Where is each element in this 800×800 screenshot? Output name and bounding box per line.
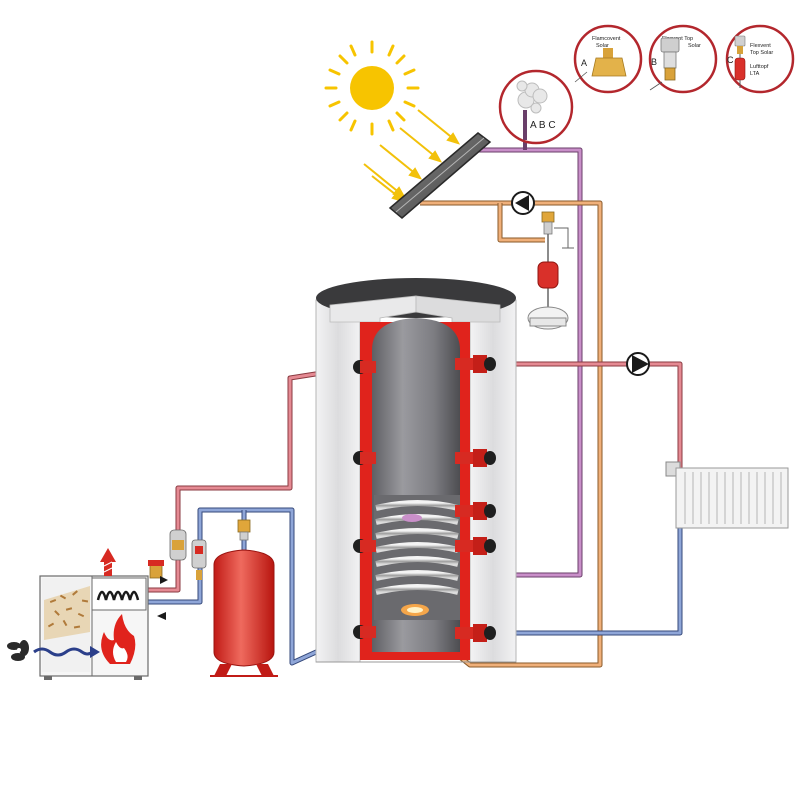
sun-icon: [324, 40, 420, 136]
pellets-icon: [44, 586, 90, 640]
boiler-supply-pipe: [148, 364, 361, 593]
air-separator-valve: [169, 529, 187, 561]
variant-c-name-4: LTA: [750, 71, 760, 77]
solar-coil: [374, 495, 460, 620]
flame-icon: [101, 614, 136, 664]
steam-icon: [516, 80, 548, 114]
heat-exchanger-icon: [96, 590, 140, 601]
variant-c-name-3: Lufttopf: [750, 64, 769, 70]
air-flow-arrow-icon: [33, 646, 100, 658]
radiator-supply-pipe: [490, 361, 683, 470]
radiator: [665, 461, 789, 529]
expansion-vessel: [210, 519, 278, 677]
solar-safety-valve-icon: [541, 211, 574, 249]
variant-a-letter: A: [581, 58, 587, 68]
sun-rays: [363, 109, 461, 203]
variant-badge-b: B Flexvent Top Solar: [648, 24, 718, 94]
variant-c-letter: C: [727, 55, 734, 65]
pipes: [148, 128, 683, 668]
variant-b-letter: B: [651, 57, 657, 67]
vent-callout: A B C: [498, 69, 574, 145]
variant-badge-c: C Flexvent Top Solar Lufttopf LTA: [725, 24, 795, 94]
variant-b-name-2: Solar: [688, 43, 701, 49]
solar-pump-icon: [511, 191, 535, 215]
variant-c-name-1: Flexvent: [750, 43, 771, 49]
fan-icon: [7, 640, 29, 661]
variant-badge-a: A Flamcovent Solar: [573, 24, 643, 94]
boiler-valves: [148, 529, 207, 580]
dirt-separator-valve: [191, 539, 207, 580]
heating-pump-icon: [626, 352, 650, 376]
variant-a-name-2: Solar: [596, 43, 609, 49]
solar-expansion-vessel: [527, 234, 569, 330]
automatic-air-vent-icon: [649, 37, 680, 91]
solar-collector: [388, 132, 492, 219]
flue-gas-arrow-icon: [100, 548, 116, 576]
variant-a-name-1: Flamcovent: [592, 36, 621, 42]
variant-c-name-2: Top Solar: [750, 50, 773, 56]
radiator-return-pipe: [490, 522, 683, 636]
tank-right-connections: [455, 355, 496, 642]
pellet-boiler: [39, 548, 149, 680]
flow-arrows: [157, 576, 168, 620]
air-separator-icon: [574, 48, 627, 83]
vent-callout-letters: A B C: [530, 120, 556, 131]
safety-valve: [148, 560, 164, 579]
air-vent-with-pot-icon: [734, 35, 746, 88]
tank-left-connections: [353, 360, 376, 639]
